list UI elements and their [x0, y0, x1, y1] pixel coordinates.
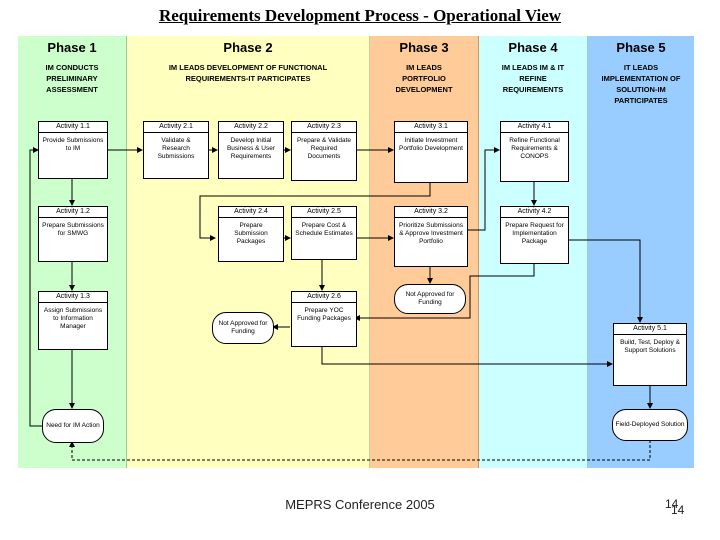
phase-5-description: IT LEADS IMPLEMENTATION OF SOLUTION-IM P…	[601, 63, 681, 105]
activity-id: Activity 2.3	[292, 122, 356, 133]
activity-id: Activity 1.3	[39, 292, 107, 303]
activity-2-6[interactable]: Activity 2.6 Prepare YOC Funding Package…	[291, 291, 357, 347]
activity-id: Activity 2.6	[292, 292, 356, 303]
activity-text: Prepare Request for Implementation Packa…	[505, 222, 564, 245]
activity-id: Activity 2.1	[144, 122, 208, 133]
need-for-im-action[interactable]: Need for IM Action	[42, 409, 104, 443]
activity-id: Activity 3.1	[395, 122, 467, 133]
activity-4-2[interactable]: Activity 4.2 Prepare Request for Impleme…	[500, 206, 569, 264]
phase-1-title: Phase 1	[47, 40, 97, 55]
phase-3-title: Phase 3	[399, 40, 449, 55]
activity-id: Activity 1.2	[39, 207, 107, 218]
activity-id: Activity 2.4	[219, 207, 283, 218]
activity-text: Refine Functional Requirements & CONOPS	[509, 137, 560, 160]
phase-5-title: Phase 5	[616, 40, 666, 55]
activity-text: Prepare YOC Funding Packages	[297, 307, 351, 322]
activity-id: Activity 4.1	[501, 122, 568, 133]
activity-text: Assign Submissions to Information Manage…	[43, 307, 103, 330]
activity-2-4[interactable]: Activity 2.4 Prepare Submission Packages	[218, 206, 284, 262]
activity-text: Develop Initial Business & User Requirem…	[226, 137, 276, 160]
activity-text: Prepare Cost & Schedule Estimates	[295, 222, 353, 237]
activity-3-2[interactable]: Activity 3.2 Prioritize Submissions & Ap…	[394, 206, 468, 267]
activity-text: Validate & Research Submissions	[157, 137, 195, 160]
activity-text: Prepare Submissions for SMWG	[42, 222, 104, 237]
activity-1-1[interactable]: Activity 1.1 Provide Submissions to IM	[38, 121, 108, 179]
activity-2-1[interactable]: Activity 2.1 Validate & Research Submiss…	[143, 121, 209, 179]
phase-4-title: Phase 4	[508, 40, 558, 55]
activity-id: Activity 3.2	[395, 207, 467, 218]
activity-1-2[interactable]: Activity 1.2 Prepare Submissions for SMW…	[38, 206, 108, 262]
activity-id: Activity 5.1	[614, 324, 686, 335]
activity-4-1[interactable]: Activity 4.1 Refine Functional Requireme…	[500, 121, 569, 182]
activity-2-2[interactable]: Activity 2.2 Develop Initial Business & …	[218, 121, 284, 179]
phase-3-description: IM LEADS PORTFOLIO DEVELOPMENT	[395, 63, 453, 94]
phase-2-description: IM LEADS DEVELOPMENT OF FUNCTIONAL REQUI…	[168, 63, 328, 83]
page-number-shadow: 14	[671, 503, 685, 517]
activity-text: Prepare & Validate Required Documents	[296, 137, 352, 160]
activity-3-1[interactable]: Activity 3.1 Initiate Investment Portfol…	[394, 121, 468, 183]
activity-1-3[interactable]: Activity 1.3 Assign Submissions to Infor…	[38, 291, 108, 350]
phase-4-description: IM LEADS IM & IT REFINE REQUIREMENTS	[501, 63, 565, 94]
activity-5-1[interactable]: Activity 5.1 Build, Test, Deploy & Suppo…	[613, 323, 687, 386]
activity-2-3[interactable]: Activity 2.3 Prepare & Validate Required…	[291, 121, 357, 181]
activity-text: Initiate Investment Portfolio Developmen…	[399, 137, 463, 152]
activity-2-5[interactable]: Activity 2.5 Prepare Cost & Schedule Est…	[291, 206, 357, 260]
activity-id: Activity 4.2	[501, 207, 568, 218]
page-number: 14	[665, 497, 679, 511]
activity-text: Prioritize Submissions & Approve Investm…	[399, 222, 463, 245]
phase-2-title: Phase 2	[223, 40, 273, 55]
activity-text: Provide Submissions to IM	[42, 137, 104, 152]
not-approved-for-funding-phase-3[interactable]: Not Approved for Funding	[394, 284, 466, 314]
activity-id: Activity 2.5	[292, 207, 356, 218]
page-title: Requirements Development Process - Opera…	[158, 6, 562, 25]
activity-text: Prepare Submission Packages	[234, 222, 268, 245]
footer-text: MEPRS Conference 2005	[285, 497, 435, 512]
activity-id: Activity 2.2	[219, 122, 283, 133]
activity-id: Activity 1.1	[39, 122, 107, 133]
phase-1-description: IM CONDUCTS PRELIMINARY ASSESSMENT	[45, 63, 99, 94]
activity-text: Build, Test, Deploy & Support Solutions	[620, 339, 680, 354]
field-deployed-solution[interactable]: Field-Deployed Solution	[612, 409, 688, 441]
not-approved-for-funding-phase-2[interactable]: Not Approved for Funding	[212, 312, 274, 344]
phase-5-column	[588, 36, 694, 468]
